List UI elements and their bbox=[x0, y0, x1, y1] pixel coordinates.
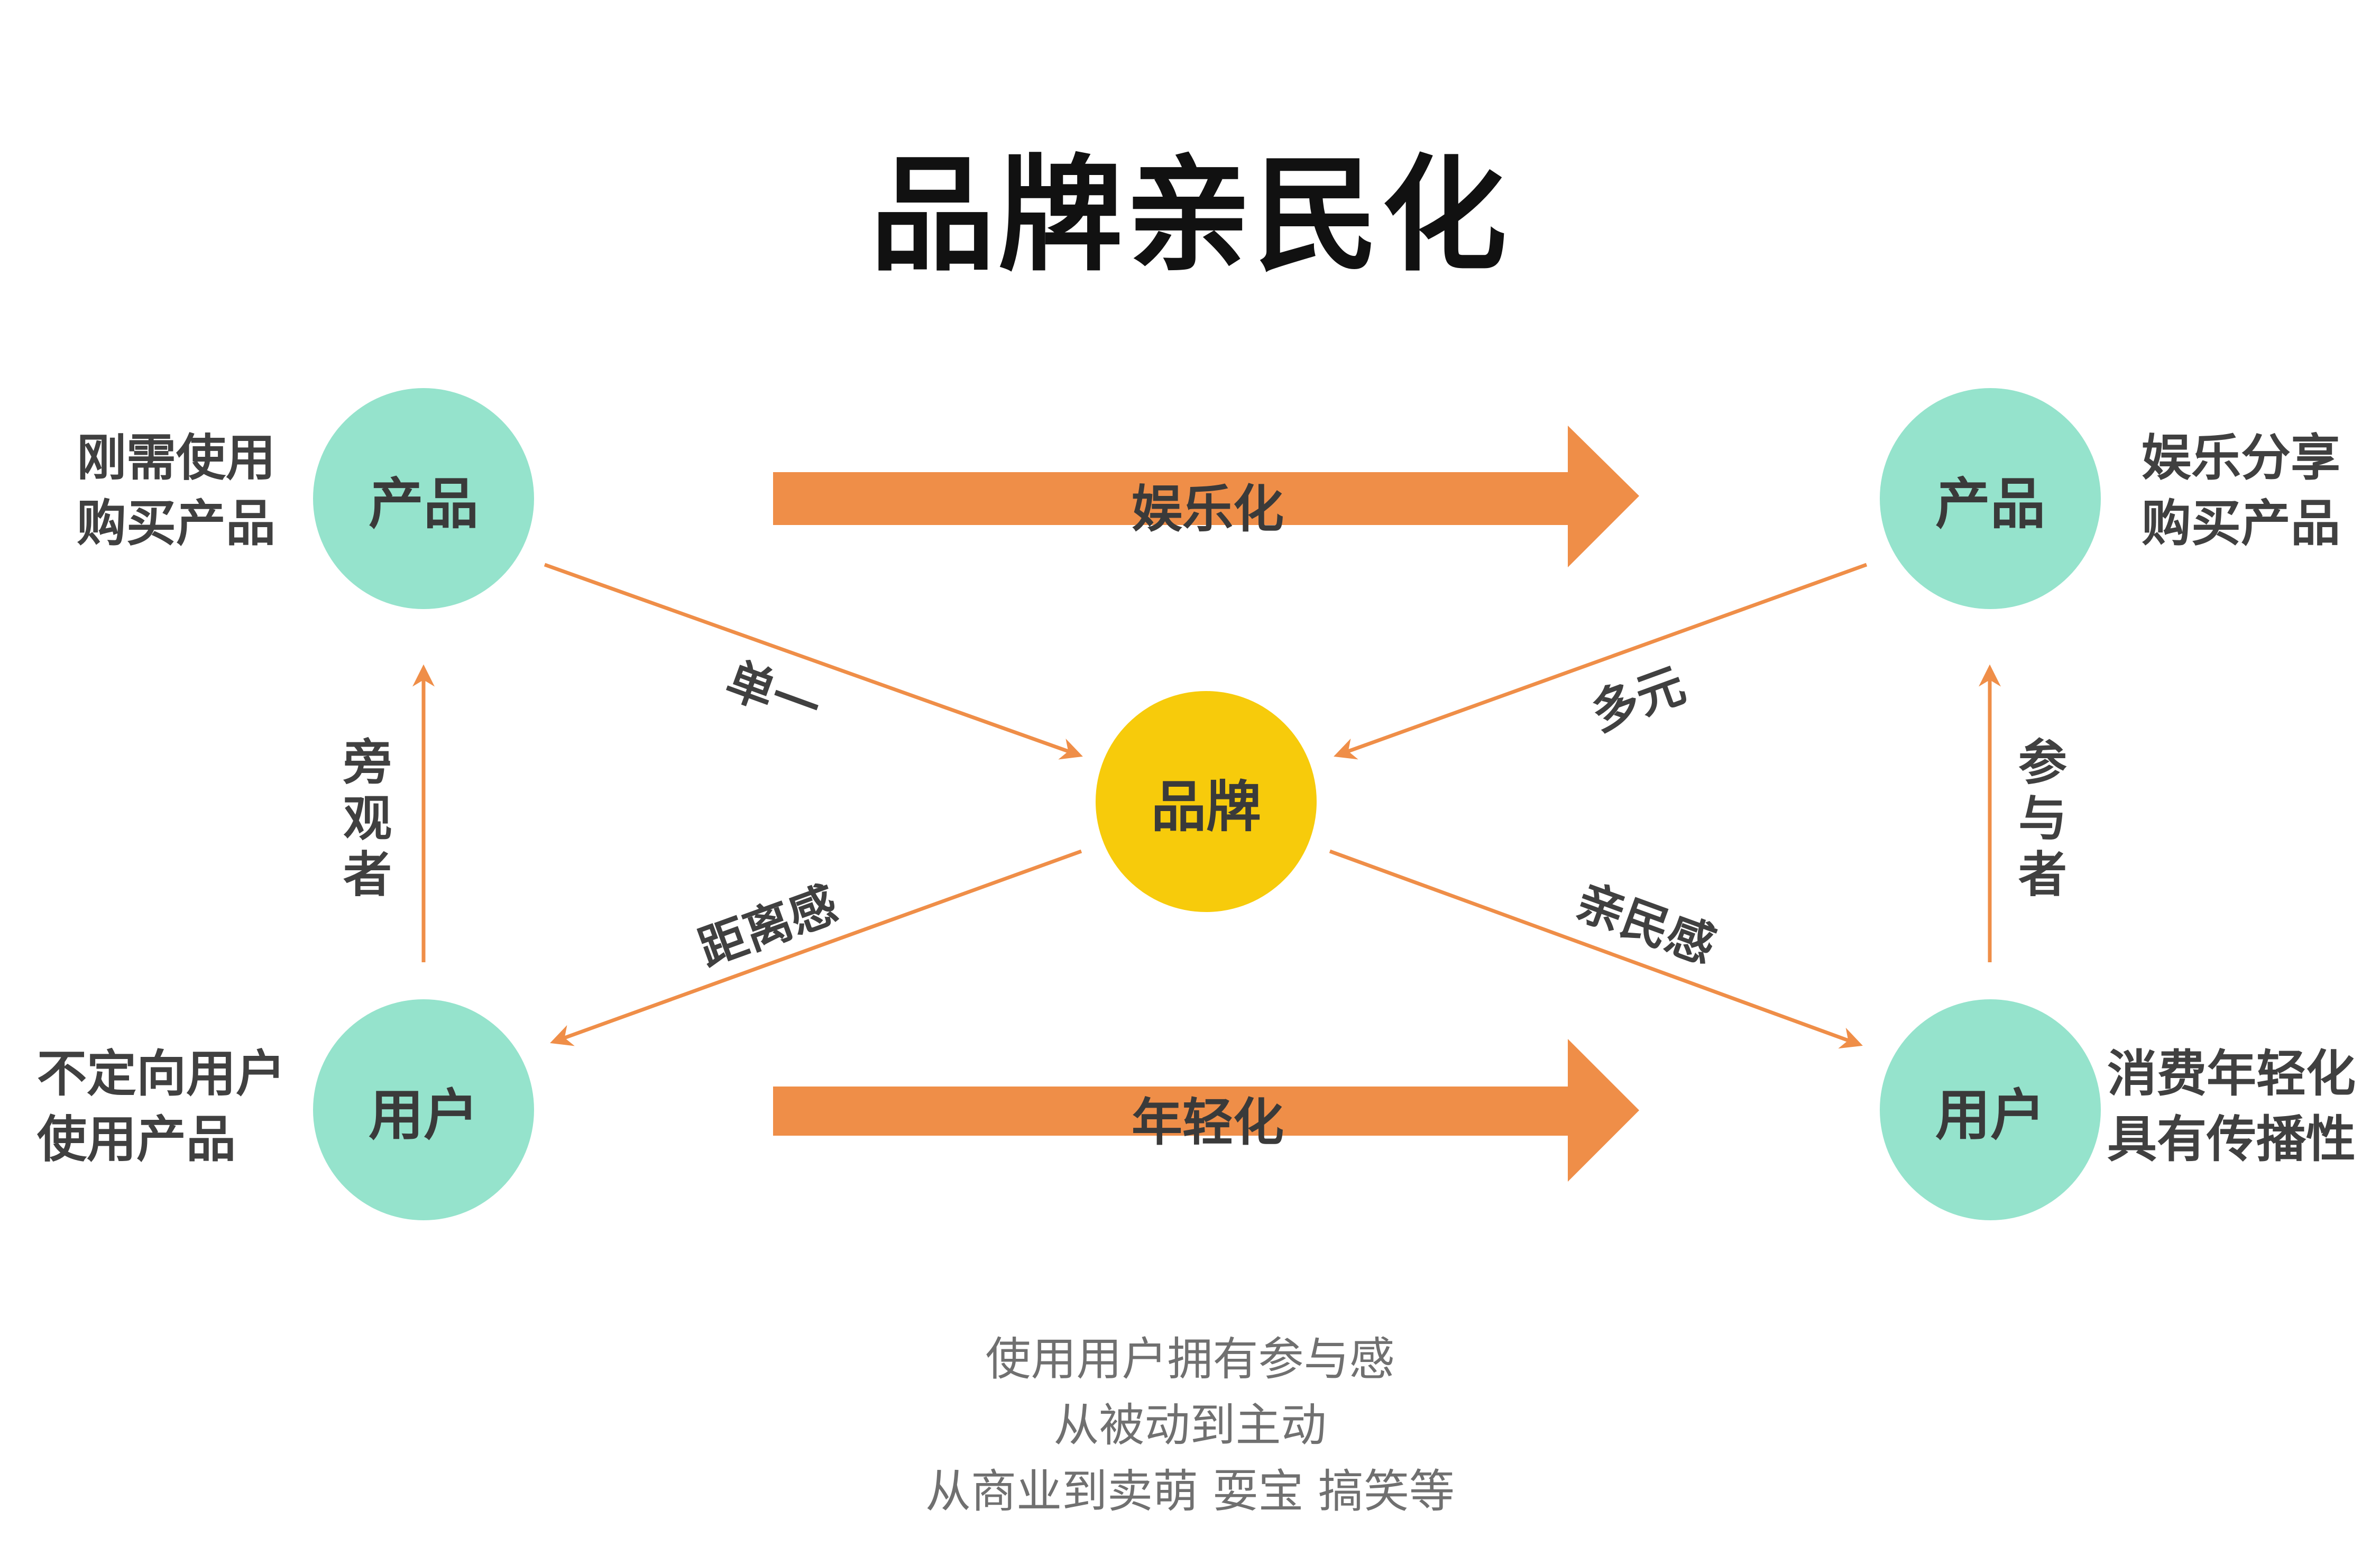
vertical-label-char: 者 bbox=[343, 846, 392, 903]
side-text-line: 刚需使用 bbox=[77, 429, 276, 487]
footer-line-2: 从被动到主动 bbox=[1053, 1399, 1327, 1452]
big-arrow-bottom-label: 年轻化 bbox=[1132, 1093, 1284, 1152]
footer-line-1: 使用用户拥有参与感 bbox=[985, 1333, 1395, 1386]
big-arrow-bottom bbox=[773, 1039, 1639, 1182]
side-text-top-left: 刚需使用 购买产品 bbox=[77, 426, 275, 557]
side-text-line: 娱乐分享 bbox=[2142, 429, 2341, 487]
vertical-label-char: 参 bbox=[2018, 734, 2067, 791]
side-text-line: 具有传播性 bbox=[2107, 1111, 2356, 1168]
node-brand: 品牌 bbox=[1096, 691, 1317, 912]
vertical-label-char: 者 bbox=[2018, 846, 2067, 903]
node-product-left: 产品 bbox=[313, 388, 534, 609]
side-text-bottom-right: 消费年轻化 具有传播性 bbox=[2107, 1042, 2356, 1173]
vertical-label-right: 参 与 者 bbox=[2014, 735, 2072, 903]
node-user-left: 用户 bbox=[313, 999, 534, 1220]
side-text-line: 使用产品 bbox=[37, 1111, 236, 1168]
vertical-label-char: 旁 bbox=[343, 734, 392, 791]
vertical-label-char: 观 bbox=[343, 790, 392, 847]
big-arrow-top-label: 娱乐化 bbox=[1132, 480, 1284, 539]
side-text-line: 消费年轻化 bbox=[2107, 1045, 2356, 1103]
arrow-product-left-to-brand bbox=[544, 563, 1083, 760]
page-title: 品牌亲民化 bbox=[870, 143, 1510, 288]
big-arrow-top bbox=[773, 426, 1639, 567]
arrow-brand-to-user-right bbox=[1329, 849, 1863, 1049]
side-text-line: 购买产品 bbox=[77, 495, 276, 553]
vertical-label-left: 旁 观 者 bbox=[338, 735, 397, 903]
arrow-brand-to-user-left bbox=[550, 849, 1082, 1046]
vertical-label-char: 与 bbox=[2018, 790, 2067, 847]
side-text-top-right: 娱乐分享 购买产品 bbox=[2142, 426, 2340, 557]
footer-line-3: 从商业到卖萌 耍宝 搞笑等 bbox=[925, 1465, 1455, 1518]
arrow-product-right-to-brand bbox=[1334, 563, 1868, 760]
node-product-right: 产品 bbox=[1880, 388, 2101, 609]
side-text-bottom-left: 不定向用户 使用产品 bbox=[37, 1042, 286, 1173]
side-text-line: 购买产品 bbox=[2142, 495, 2341, 553]
side-text-line: 不定向用户 bbox=[37, 1045, 286, 1103]
node-user-right: 用户 bbox=[1880, 999, 2101, 1220]
